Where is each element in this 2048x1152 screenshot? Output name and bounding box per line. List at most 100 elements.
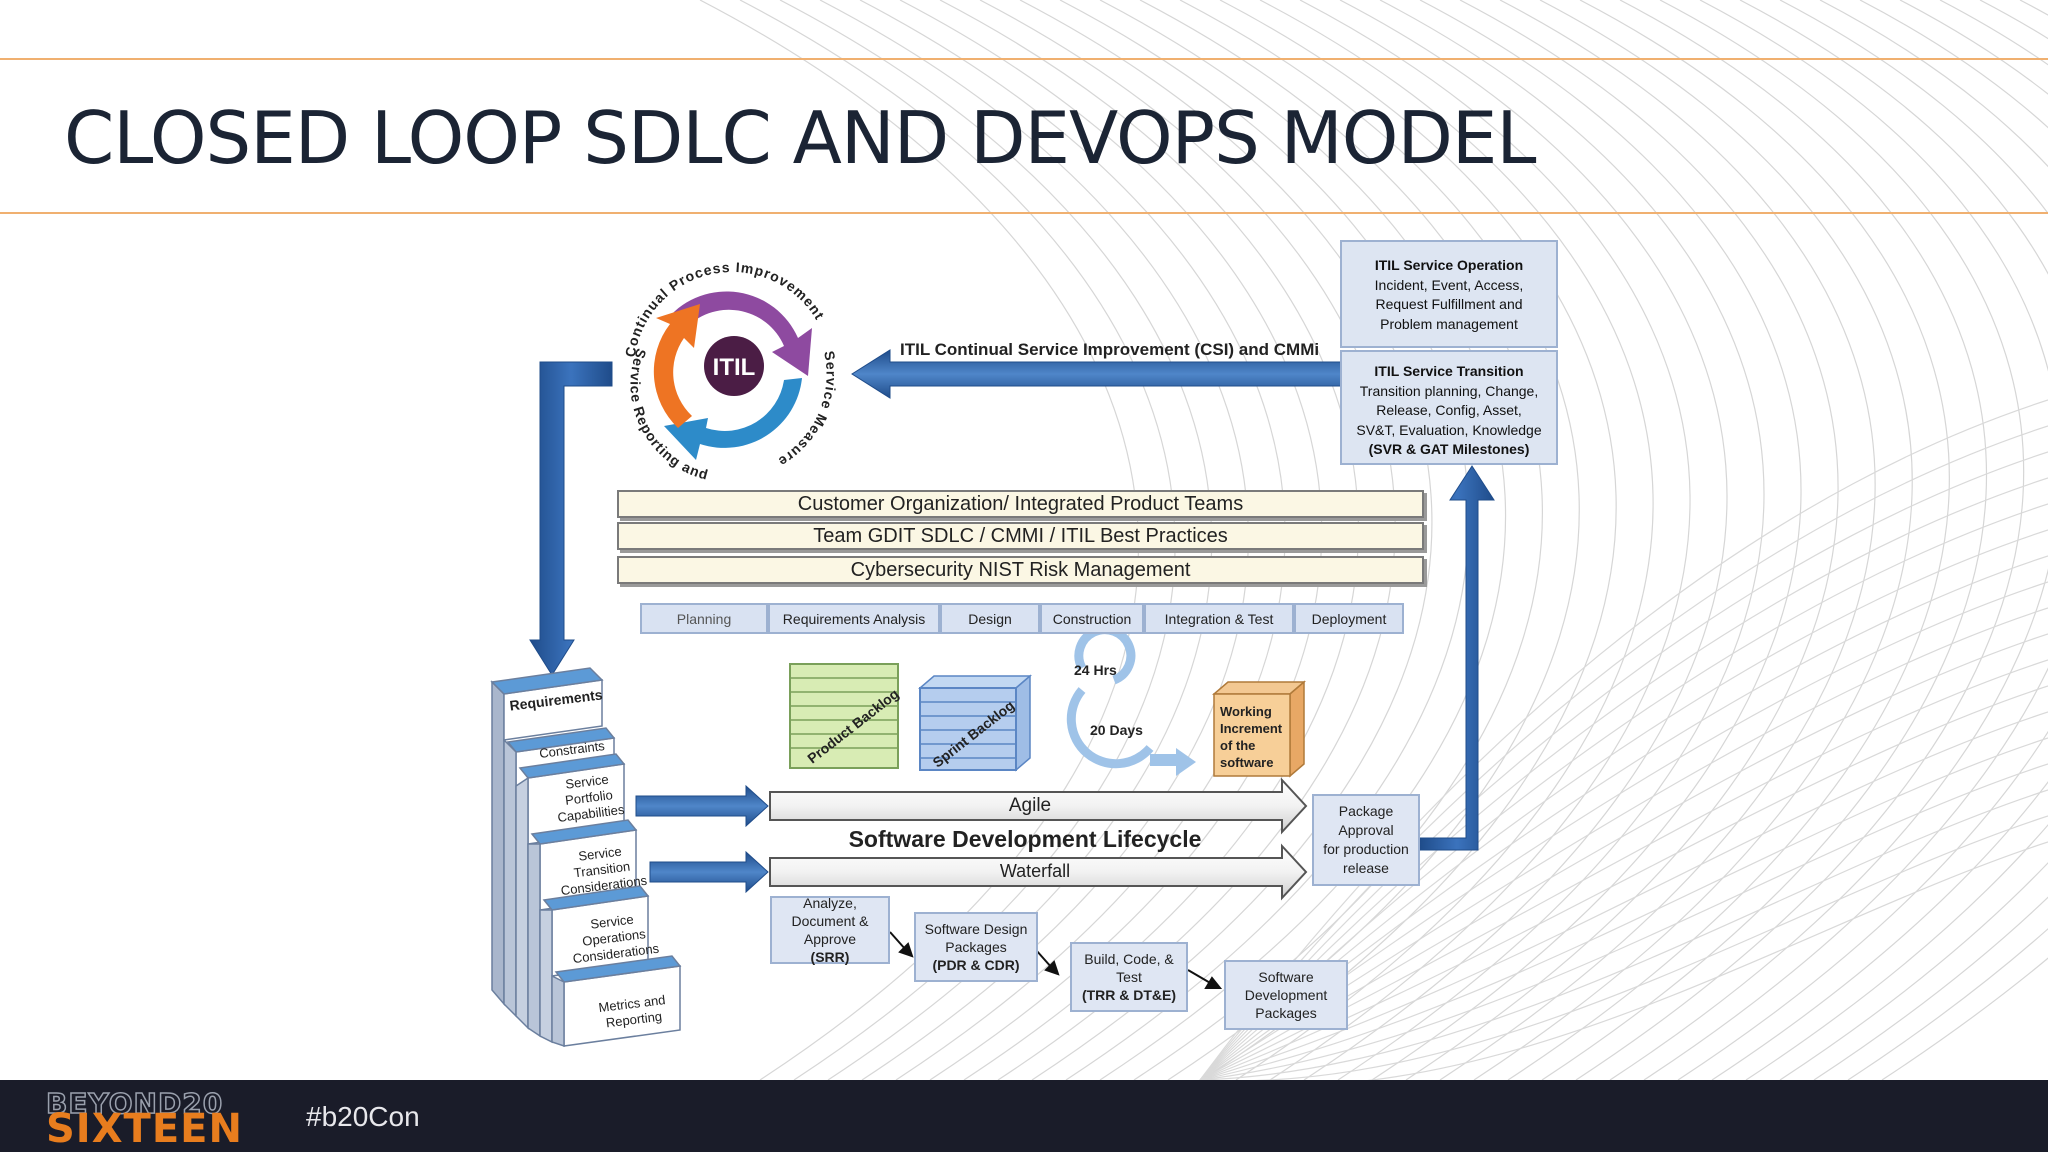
background-curve <box>1813 0 2048 1080</box>
service-operation-title: ITIL Service Operation <box>1374 257 1524 273</box>
background-curve <box>1167 0 1580 1080</box>
background-curve <box>1507 0 1950 1080</box>
phase-construction: Construction <box>1040 603 1144 634</box>
step-2-text: Software Design Packages <box>924 921 1028 955</box>
step-analyze-document-approve: Analyze, Document & Approve (SRR) <box>770 895 890 965</box>
step-software-design-packages: Software Design Packages (PDR & CDR) <box>914 912 1038 982</box>
phase-deployment: Deployment <box>1294 603 1404 634</box>
background-curve <box>1200 815 2048 1080</box>
step-3-milestone: (TRR & DT&E) <box>1081 987 1177 1003</box>
itil-cycle: ITIL Continual Process Improvement Servi… <box>612 252 839 483</box>
flow-arrows <box>529 349 1498 989</box>
background-curve <box>1269 0 1691 1080</box>
service-transition-line-3: SV&T, Evaluation, Knowledge <box>1356 421 1542 438</box>
csi-arrow <box>851 349 1343 399</box>
background-curve <box>1199 399 2048 1080</box>
service-transition-milestones: (SVR & GAT Milestones) <box>1368 441 1530 457</box>
background-curve <box>1200 841 2048 1080</box>
header-bottom-rule <box>0 212 2048 214</box>
background-curve <box>1199 451 2048 1080</box>
step-4-text: Software Development Packages <box>1244 969 1328 1021</box>
service-operation-box: ITIL Service Operation Incident, Event, … <box>1340 240 1558 348</box>
package-approval-line-3: for production <box>1323 841 1409 857</box>
logo-sixteen: SIXTEEN <box>46 1106 243 1152</box>
package-approval-line-2: Approval <box>1338 822 1394 838</box>
service-transition-line-2: Release, Config, Asset, <box>1376 402 1522 418</box>
itil-blue-arrow <box>664 378 802 460</box>
working-increment-label: Working Increment of the software <box>1220 703 1282 771</box>
product-backlog-stack <box>789 663 899 769</box>
service-operation-line-3: Problem management <box>1380 315 1518 332</box>
itil-purple-arrow <box>668 291 812 376</box>
stairs-waterfall-arrow <box>649 850 769 894</box>
step-1-milestone: (SRR) <box>810 949 850 965</box>
package-approval-line-4: release <box>1343 860 1389 876</box>
service-operation-line-1: Incident, Event, Access, <box>1374 276 1524 293</box>
background-curve <box>1199 477 2048 1080</box>
scrum-cycle <box>1066 625 1180 769</box>
background-curve <box>1099 0 1507 1080</box>
step-build-code-test: Build, Code, & Test (TRR & DT&E) <box>1070 942 1188 1012</box>
itil-center-circle <box>704 336 764 396</box>
requirements-stairs <box>490 667 682 1048</box>
bar-team-gdit: Team GDIT SDLC / CMMI / ITIL Best Practi… <box>617 522 1424 550</box>
waterfall-label: Waterfall <box>999 861 1071 881</box>
left-return-arrow <box>529 361 613 676</box>
step-2-milestone: (PDR & CDR) <box>932 957 1020 973</box>
background-curve <box>1199 737 2048 1080</box>
scrum-days-label: 20 Days <box>1090 722 1143 738</box>
background-curve <box>1303 0 1728 1080</box>
right-up-arrow <box>1418 470 1498 846</box>
background-curve <box>1541 0 1988 1080</box>
itil-center-label: ITIL <box>713 354 756 381</box>
background-curve <box>1405 0 1839 1080</box>
background-curve <box>1199 503 2048 1080</box>
right-up-arrow-shape <box>1419 465 1495 851</box>
working-increment-cube <box>1211 680 1307 778</box>
background-curve <box>1371 0 1802 1080</box>
bar-cybersecurity: Cybersecurity NIST Risk Management <box>617 556 1424 584</box>
agile-label: Agile <box>1008 795 1052 816</box>
increment-line-1: Working <box>1220 704 1272 719</box>
background-curve <box>1019 0 1433 1080</box>
background-curve <box>1199 425 2048 1080</box>
background-curve <box>1779 0 2048 1080</box>
phase-integration-test: Integration & Test <box>1144 603 1294 634</box>
background-curve <box>1337 0 1765 1080</box>
backlogs <box>789 663 1033 772</box>
bar-customer-organization: Customer Organization/ Integrated Produc… <box>617 490 1424 518</box>
scrum-arrow-head <box>1176 748 1196 776</box>
footer-bar <box>0 1080 2048 1152</box>
service-operation-line-2: Request Fulfillment and <box>1375 296 1523 312</box>
background-curve <box>1575 0 2025 1080</box>
scrum-hours-label: 24 Hrs <box>1074 662 1117 678</box>
step-1-text: Analyze, Document & Approve <box>791 895 869 947</box>
background-curve <box>1235 0 1654 1080</box>
background-curve <box>1711 0 2048 1080</box>
background-curve <box>1199 711 2048 1080</box>
waterfall-connectors <box>889 931 1223 989</box>
background-curve <box>1199 789 2048 1080</box>
slide-title: CLOSED LOOP SDLC AND DEVOPS MODEL <box>64 96 1537 180</box>
stairs-agile-arrow <box>635 784 769 828</box>
background-curve <box>1609 0 2048 1080</box>
service-transition-title: ITIL Service Transition <box>1374 363 1524 379</box>
background-curve <box>1643 0 2048 1080</box>
phase-requirements-analysis: Requirements Analysis <box>768 603 940 634</box>
background-curve <box>1745 0 2048 1080</box>
service-transition-line-1: Transition planning, Change, <box>1359 382 1539 399</box>
step-3-text: Build, Code, & Test <box>1084 951 1174 985</box>
step-software-development-packages: Software Development Packages <box>1224 960 1348 1030</box>
phase-planning: Planning <box>640 603 768 634</box>
closed-loop-diagram: ITIL Continual Process Improvement Servi… <box>490 240 1558 1048</box>
increment-line-4: software <box>1220 755 1274 770</box>
background-curve <box>1677 0 2048 1080</box>
logo-beyond20: BEYOND20 <box>45 1086 224 1121</box>
package-approval-box: Package Approval for production release <box>1312 794 1420 886</box>
increment-line-3: of the <box>1220 738 1256 753</box>
sdlc-title: Software Development Lifecycle <box>848 826 1202 852</box>
header-top-rule <box>0 58 2048 60</box>
sprint-backlog-stack <box>917 674 1033 772</box>
agile-arrow-shape <box>769 777 1308 835</box>
csi-arrow-label: ITIL Continual Service Improvement (CSI)… <box>900 340 1320 359</box>
